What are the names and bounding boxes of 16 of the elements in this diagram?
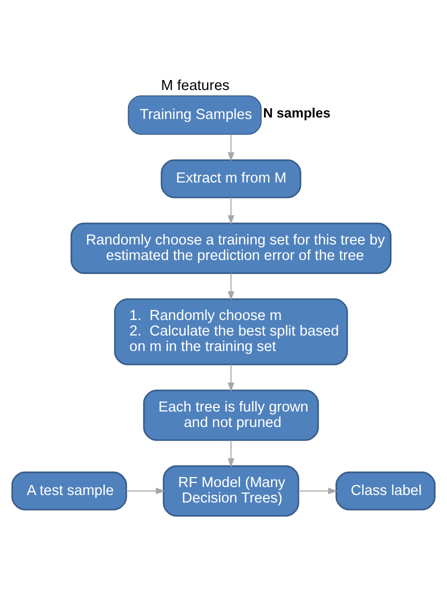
arrow [228, 440, 234, 468]
node-box: A test sample [11, 471, 128, 510]
arrow [228, 272, 234, 300]
node-label: M features [161, 77, 230, 94]
node-box: Class label [336, 471, 436, 510]
node-box: Each tree is fully grown and not pruned [143, 389, 319, 440]
node-box: Extract m from M [160, 158, 302, 198]
node-box: Randomly choose a training set for this tree by estimated the prediction error of the tree [70, 222, 392, 274]
arrow [126, 487, 166, 494]
node-box: 1. Randomly choose m 2. Calculate the best split based on m in the training set [114, 298, 348, 365]
arrow [228, 364, 234, 392]
node-box: RF Model (Many Decision Trees) [162, 464, 300, 516]
arrow [298, 487, 338, 494]
arrow [228, 197, 234, 224]
arrow [228, 134, 234, 162]
node-label: N samples [263, 105, 331, 120]
